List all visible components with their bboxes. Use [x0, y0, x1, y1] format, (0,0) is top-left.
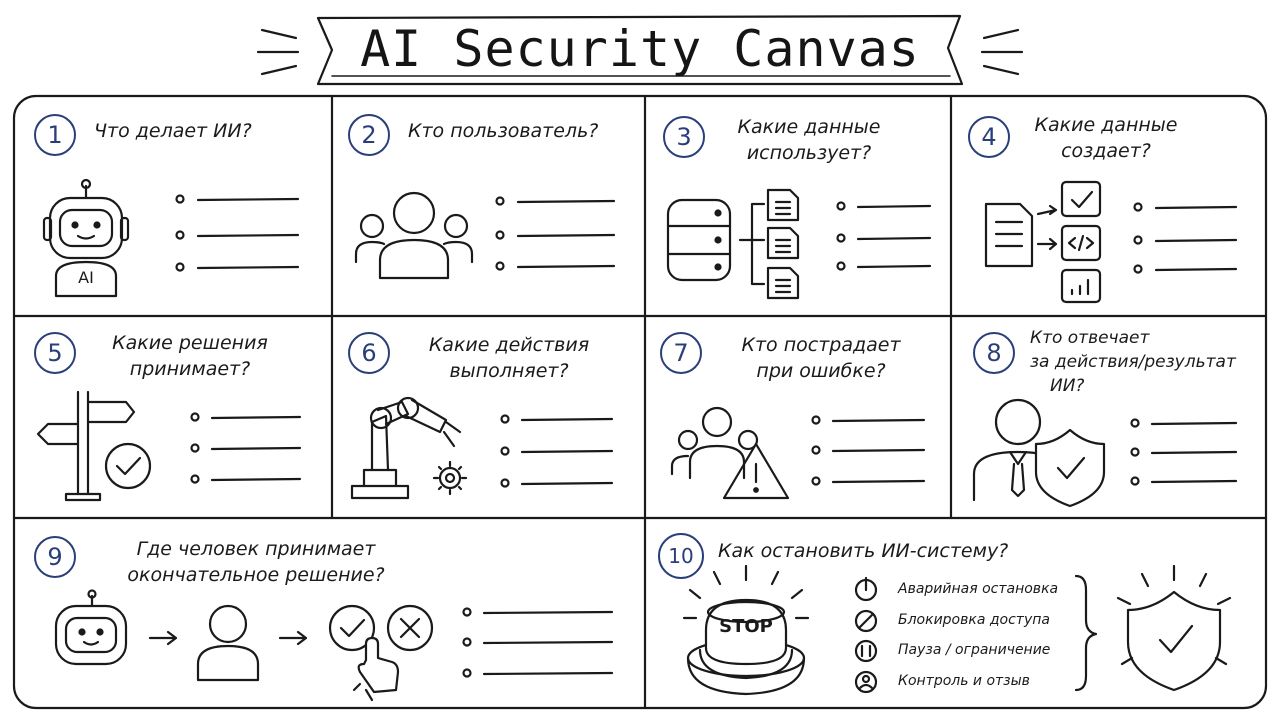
canvas-frame [12, 94, 1268, 710]
grid-columns [330, 94, 953, 710]
cell-number-10: 10 [658, 533, 704, 579]
control-pause-limit: Пауза / ограничение [898, 642, 1051, 658]
controls-brace [1074, 574, 1098, 692]
stop-button-icon [682, 564, 810, 696]
cell-title-2: Кто пользователь? [408, 120, 599, 142]
cell-title-1: Что делает ИИ? [94, 120, 252, 142]
user-group-icon [354, 191, 474, 280]
shield-check-icon [1116, 564, 1232, 692]
pause-icon [854, 639, 878, 663]
signpost-check-icon [36, 390, 152, 502]
people-warning-icon [670, 406, 790, 500]
cell-number-9: 9 [34, 536, 76, 578]
control-emergency-stop: Аварийная остановка [898, 581, 1059, 597]
robot-icon [42, 178, 130, 298]
ai-badge: AI [78, 268, 94, 287]
cell-number-2: 2 [348, 114, 390, 156]
cell-number-1: 1 [34, 114, 76, 156]
cell-number-8: 8 [973, 332, 1015, 374]
cell-number-5: 5 [34, 332, 76, 374]
user-control-icon [854, 670, 878, 694]
stop-label: STOP [719, 616, 773, 637]
power-icon [854, 576, 878, 602]
cell-number-7: 7 [660, 332, 702, 374]
database-documents-icon [666, 188, 800, 300]
robot-person-decision-icon [54, 589, 434, 702]
control-block-access: Блокировка доступа [898, 612, 1050, 628]
control-revoke: Контроль и отзыв [898, 673, 1030, 689]
robot-arm-icon [350, 396, 468, 500]
answer-lines [175, 194, 1238, 678]
page-title: AI Security Canvas [360, 20, 920, 78]
cell-number-6: 6 [348, 332, 390, 374]
cell-number-3: 3 [663, 116, 705, 158]
title-banner [256, 14, 1024, 86]
block-icon [854, 609, 878, 633]
cell-number-4: 4 [968, 116, 1010, 158]
grid-rows [12, 314, 1268, 520]
document-outputs-icon [984, 180, 1102, 304]
cell-title-10: Как остановить ИИ-систему? [718, 540, 1009, 562]
manager-shield-icon [972, 398, 1106, 508]
